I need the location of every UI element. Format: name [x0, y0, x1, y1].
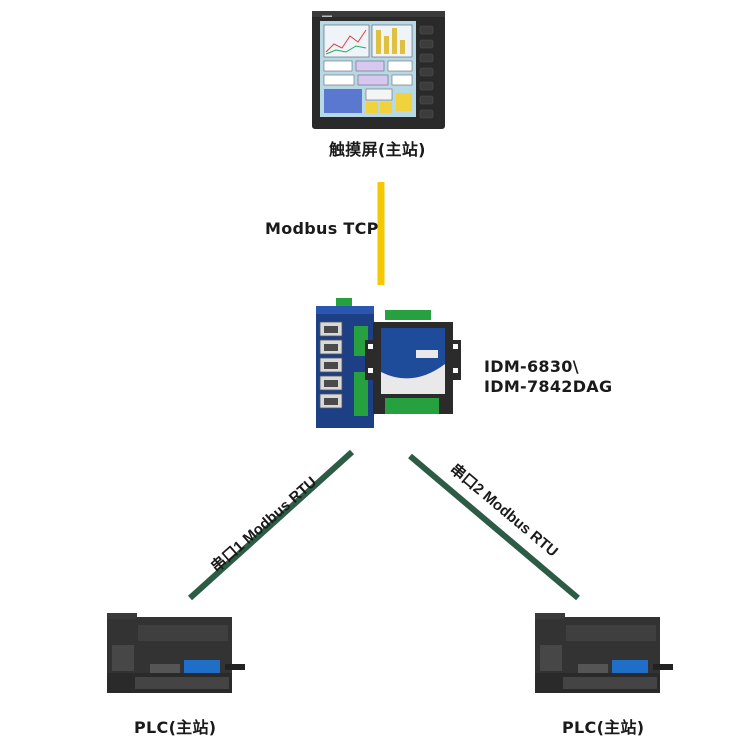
link-serial2-rtu — [408, 453, 580, 601]
touchscreen-hmi-icon: ▬▬ — [312, 11, 445, 129]
hmi-label: 触摸屏(主站) — [329, 140, 426, 159]
gateway-label: IDM-6830\ IDM-7842DAG — [484, 357, 612, 397]
link-label-serial2: 串口2 Modbus RTU — [447, 460, 562, 561]
plc-right-icon — [535, 613, 673, 693]
plc-left-label: PLC(主站) — [134, 718, 217, 737]
gateway-model-line1: IDM-6830\ — [484, 357, 579, 376]
gateway-model-line2: IDM-7842DAG — [484, 377, 613, 396]
link-label-modbus-tcp: Modbus TCP — [265, 219, 379, 238]
link-serial1-rtu — [187, 449, 355, 601]
serial-ethernet-gateway-icon — [316, 298, 461, 428]
svg-text:▬▬: ▬▬ — [322, 13, 332, 19]
plc-left-icon — [107, 613, 245, 693]
link-label-serial1: 串口1 Modbus RTU — [207, 473, 320, 576]
plc-right-label: PLC(主站) — [562, 718, 645, 737]
